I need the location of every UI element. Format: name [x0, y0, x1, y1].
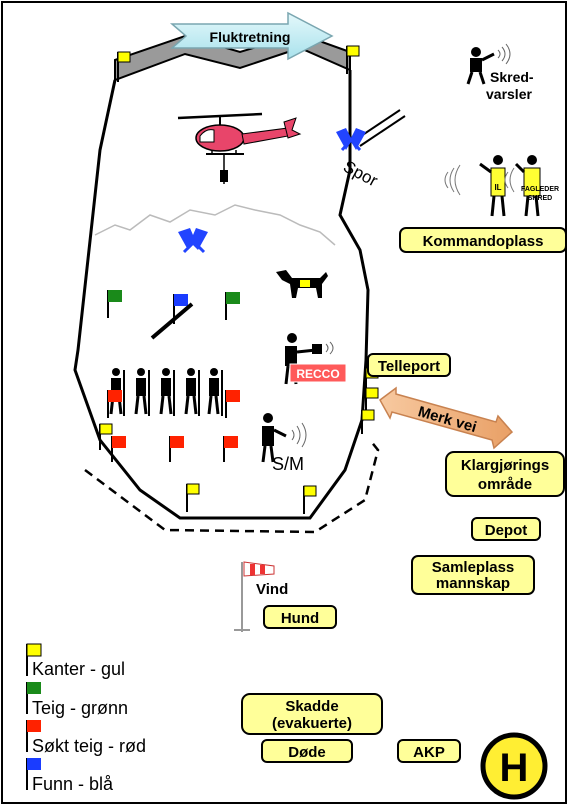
staging-area-box: Klargjørings område	[445, 451, 565, 497]
expert-badge-line2: SKRED	[528, 195, 553, 202]
injured-line1: Skadde	[285, 698, 338, 715]
red-flag	[107, 390, 122, 418]
helipad-icon: H	[480, 732, 548, 800]
yellow-flag	[346, 45, 360, 74]
injured-line2: (evakuerte)	[272, 715, 352, 732]
depot-box: Depot	[471, 517, 541, 541]
teleport-label: Telleport	[378, 358, 440, 375]
yellow-flag	[117, 51, 131, 82]
red-flag	[223, 436, 238, 462]
prober-person	[159, 368, 175, 416]
dog-box: Hund	[263, 605, 337, 629]
staging-area-line1: Klargjørings	[461, 457, 549, 474]
crew-assembly-line1: Samleplass	[432, 559, 515, 576]
dashed-boundary	[84, 439, 380, 534]
yellow-flag	[186, 483, 200, 512]
red-flag	[225, 390, 240, 418]
command-post-box: Kommandoplass	[399, 227, 567, 253]
avalanche-warner-icon	[466, 43, 511, 85]
crew-assembly-box: Samleplass mannskap	[411, 555, 535, 595]
prober-person	[134, 368, 150, 416]
legend-found-label: Funn - blå	[32, 774, 114, 794]
sm-label: S/M	[272, 454, 304, 474]
avalanche-warner-line2: varsler	[486, 86, 532, 102]
il-badge: IL	[494, 183, 501, 192]
blue-cross-icon	[336, 128, 366, 152]
probe-line-icon	[109, 368, 223, 416]
expert-badge-line1: FAGLEDER	[521, 186, 559, 193]
track-marker: Spor	[336, 109, 406, 191]
red-flag	[169, 436, 184, 462]
flight-direction-arrow: Fluktretning	[169, 11, 334, 61]
legend-item-edges: Kanter - gul	[26, 643, 125, 679]
helipad-label: H	[500, 746, 529, 790]
command-leader-icon: IL	[444, 155, 506, 217]
akp-box: AKP	[397, 739, 461, 763]
staging-area-line2: område	[478, 476, 532, 493]
dog-icon	[276, 270, 328, 298]
yellow-flag	[99, 423, 113, 450]
recco-label: RECCO	[296, 367, 339, 381]
green-flag	[107, 290, 122, 318]
avalanche-warner-line1: Skred-	[490, 69, 534, 85]
yellow-flag	[365, 387, 379, 412]
command-post-label: Kommandoplass	[423, 233, 544, 250]
avalanche-area-outline	[73, 70, 370, 520]
dead-label: Døde	[288, 744, 326, 761]
helicopter-icon	[177, 112, 302, 184]
wind-label: Vind	[256, 581, 288, 598]
debris-edge	[94, 204, 336, 246]
legend-item-searched: Søkt teig - rød	[26, 720, 146, 756]
crew-assembly-line2: mannskap	[436, 575, 510, 592]
teleport-box: Telleport	[367, 353, 451, 377]
dog-label: Hund	[281, 610, 319, 627]
yellow-flag	[361, 409, 375, 434]
depot-label: Depot	[485, 522, 528, 539]
legend-item-found: Funn - blå	[26, 758, 114, 794]
legend-searched-label: Søkt teig - rød	[32, 736, 146, 756]
legend-edges-label: Kanter - gul	[32, 659, 125, 679]
red-flag	[111, 436, 126, 462]
legend-sector-label: Teig - grønn	[32, 698, 128, 718]
prober-person	[207, 368, 223, 416]
injured-box: Skadde (evakuerte)	[241, 693, 383, 735]
transceiver-searcher-icon	[261, 413, 307, 463]
akp-label: AKP	[413, 744, 445, 761]
command-expert-icon: FAGLEDER SKRED	[504, 155, 559, 217]
recco-badge	[289, 363, 347, 383]
dead-box: Døde	[261, 739, 353, 763]
yellow-flag	[303, 485, 317, 514]
legend: Kanter - gul Teig - grønn Søkt teig - rø…	[26, 643, 146, 794]
blue-cross-icon	[178, 228, 208, 254]
flight-direction-label: Fluktretning	[210, 29, 291, 45]
mark-road-arrow: Merk vei	[379, 386, 514, 450]
green-flag	[225, 292, 240, 320]
probe-icon	[150, 302, 194, 340]
prober-person	[184, 368, 200, 416]
legend-item-sector: Teig - grønn	[26, 682, 128, 718]
windsock-icon	[234, 561, 275, 632]
